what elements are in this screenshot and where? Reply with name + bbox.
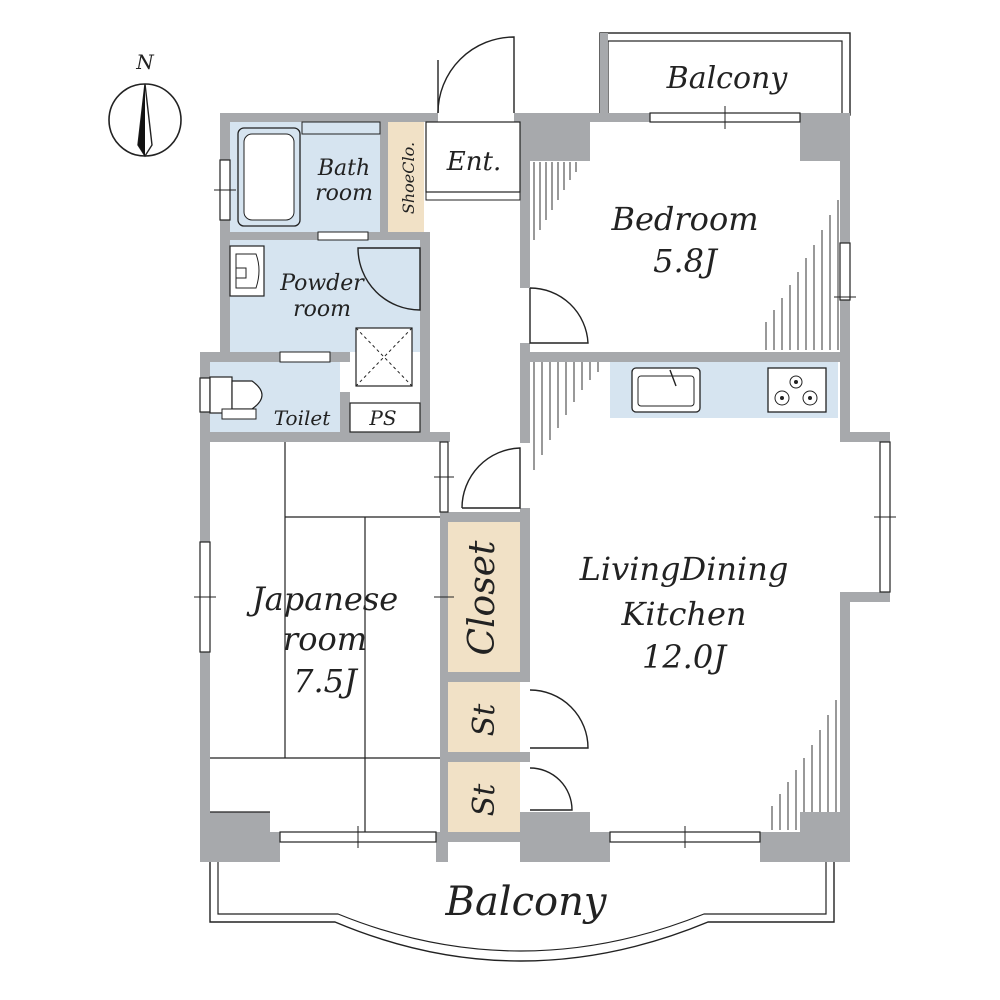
toilet-icon: [209, 376, 263, 420]
japanese-room-label-line1: Japanese: [246, 580, 398, 618]
ldk-label-line2: Kitchen: [620, 595, 746, 633]
closet-label: Closet: [462, 540, 503, 656]
gas-stove-icon: [767, 367, 827, 413]
closet-floor: [448, 522, 520, 672]
powder-room-label-line1: Powder: [279, 271, 365, 296]
sink-icon: [229, 245, 265, 297]
storage-1-label: St: [467, 703, 502, 737]
tatami-grid: [210, 442, 440, 832]
kitchen-sink-icon: [631, 367, 701, 413]
balcony-top-label: Balcony: [666, 61, 789, 96]
ldk-label-line1: LivingDining: [579, 550, 789, 588]
north-compass-icon: N: [108, 50, 182, 158]
storage-2-floor: [448, 762, 520, 832]
storage-1-floor: [448, 682, 520, 752]
powder-room-label-line2: room: [293, 297, 351, 322]
bathroom-label-line1: Bath: [317, 156, 370, 181]
japanese-room-size: 7.5J: [293, 662, 359, 700]
compass-north-label: N: [135, 50, 155, 74]
ldk-hatching-bottom: [771, 700, 837, 830]
bathtub-icon: [237, 127, 301, 227]
walls: [200, 113, 890, 862]
bedroom-label: Bedroom: [610, 200, 758, 238]
shoe-closet-floor: [388, 122, 424, 232]
top-balcony: [599, 32, 851, 116]
storage-2-label: St: [467, 783, 502, 817]
toilet-label: Toilet: [274, 406, 331, 430]
ldk-hatching-top: [533, 362, 599, 470]
washing-machine-pan-icon: [355, 327, 413, 387]
shoe-closet-label: ShoeClo.: [399, 142, 418, 214]
japanese-room-label-line2: room: [283, 620, 367, 658]
ldk-size: 12.0J: [642, 638, 728, 676]
ps-label: PS: [368, 406, 396, 430]
bedroom-hatching-right: [765, 200, 839, 350]
bedroom-hatching-left: [533, 162, 577, 240]
bottom-balcony: [209, 862, 835, 962]
entrance-label: Ent.: [446, 147, 501, 177]
bathroom-label-line2: room: [315, 181, 373, 206]
windows: [194, 106, 896, 848]
balcony-bottom-label: Balcony: [445, 879, 608, 925]
bedroom-size: 5.8J: [653, 242, 719, 280]
